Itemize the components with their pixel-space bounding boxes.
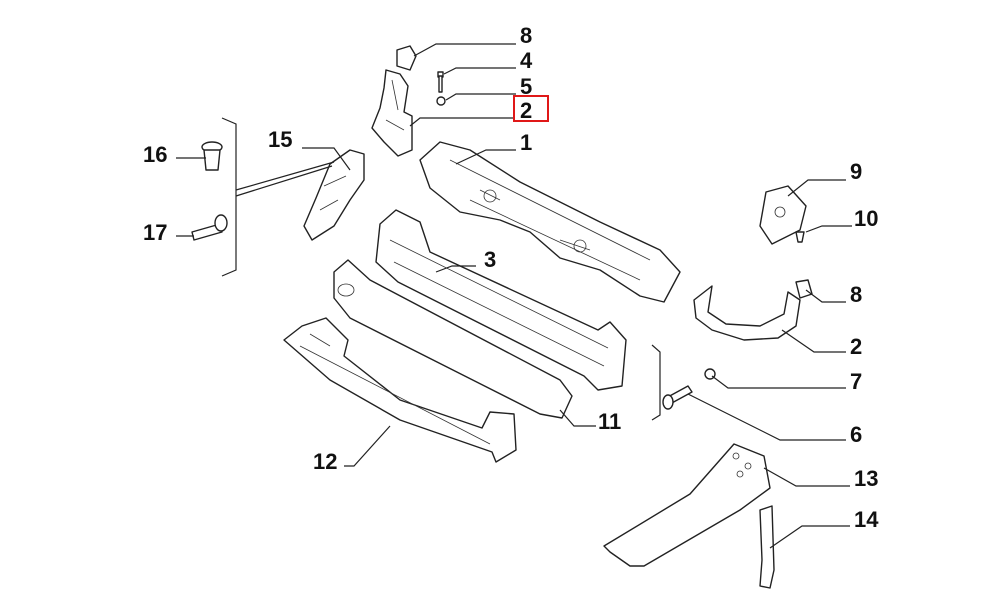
part-15-bracket	[303, 149, 365, 241]
callout-5[interactable]: 5	[520, 74, 532, 99]
callout-3[interactable]: 3	[484, 247, 496, 272]
part-2-bracket-upper	[371, 69, 413, 157]
callout-1[interactable]: 1	[520, 130, 532, 155]
leader-lines	[176, 43, 852, 549]
part-11-absorber	[333, 259, 573, 419]
callout-14[interactable]: 14	[854, 507, 879, 532]
part-16-spacer	[201, 141, 223, 171]
part-10-screw	[795, 231, 805, 243]
callout-8-right[interactable]: 8	[850, 282, 862, 307]
callout-10[interactable]: 10	[854, 206, 878, 231]
callout-13[interactable]: 13	[854, 466, 878, 491]
callout-11[interactable]: 11	[598, 409, 621, 434]
part-14-seal	[759, 505, 775, 589]
part-13-rail	[603, 443, 771, 567]
part-9-bracket	[759, 185, 807, 245]
part-8-clip	[396, 45, 417, 71]
part-12-lower-beam	[283, 317, 517, 463]
callout-2-lower[interactable]: 2	[850, 334, 862, 359]
part-2-bracket-lower	[693, 285, 801, 341]
part-5-nut	[436, 96, 446, 106]
part-4-bolt	[437, 71, 444, 93]
part-1-crossmember	[419, 141, 681, 303]
callout-17[interactable]: 17	[143, 220, 167, 245]
callout-15[interactable]: 15	[268, 127, 292, 152]
callout-8[interactable]: 8	[520, 23, 532, 48]
part-17-bolt	[191, 214, 228, 241]
part-6-bolt	[662, 385, 693, 410]
part-8-clip-right	[795, 279, 813, 299]
callout-9[interactable]: 9	[850, 159, 862, 184]
group-bracket	[651, 344, 661, 421]
callout-2-highlighted[interactable]: 2	[520, 98, 532, 123]
callout-7[interactable]: 7	[850, 369, 862, 394]
part-3-bumper-beam	[375, 209, 627, 391]
callout-16[interactable]: 16	[143, 142, 167, 167]
callout-12[interactable]: 12	[313, 449, 337, 474]
callout-4[interactable]: 4	[520, 48, 533, 73]
callout-highlight-box	[513, 95, 549, 122]
group-bracket	[221, 117, 237, 277]
callout-6[interactable]: 6	[850, 422, 862, 447]
